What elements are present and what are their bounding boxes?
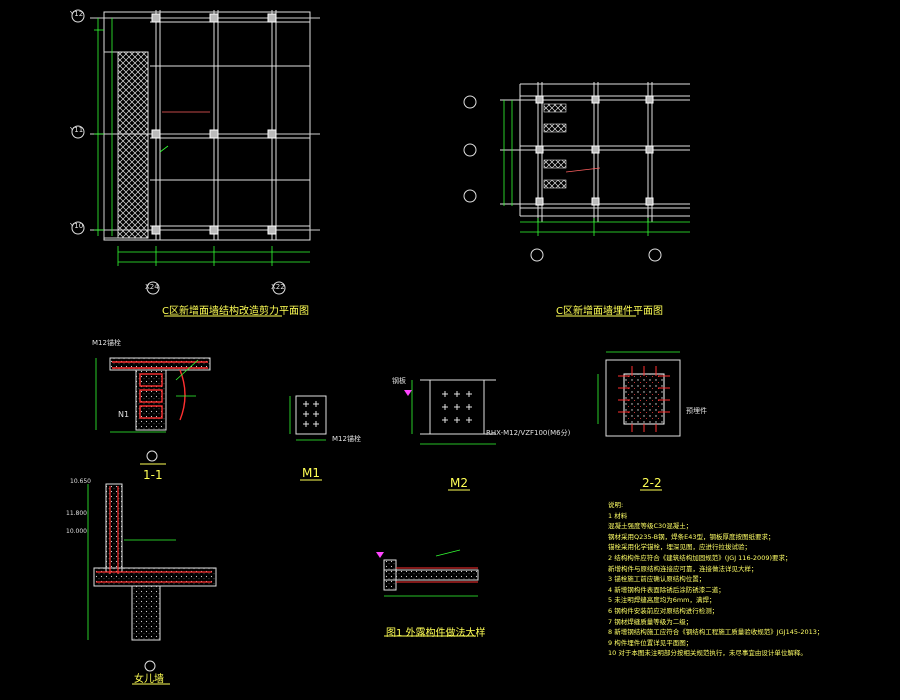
detail-m2-title: M2 xyxy=(450,476,468,490)
notes-line: 混凝土强度等级C30混凝土； xyxy=(608,522,693,531)
right-plan-embeds xyxy=(543,103,567,189)
callout-elev-mid: 11.800 xyxy=(66,510,87,517)
right-plan-axis-bubbles xyxy=(463,95,662,262)
plan-left-title: C区新增面墙结构改造剪力平面图 xyxy=(162,306,309,317)
callout-m12-anchor: M12锚栓 xyxy=(92,339,121,347)
detail-1-1-title: 1-1 xyxy=(143,468,163,482)
notes-line: 3 锚栓施工前应确认原结构位置； xyxy=(608,575,706,584)
detail-parapet-title: 女儿墙 xyxy=(134,674,164,685)
detail-2-2-title: 2-2 xyxy=(642,476,662,490)
left-plan-dimensions xyxy=(94,18,310,266)
left-plan-axis-bubbles xyxy=(71,9,286,295)
axis-x24-left: X24 xyxy=(145,283,159,291)
detail-2-2 xyxy=(597,351,681,491)
plan-right-title: C区新增面墙埋件平面图 xyxy=(556,306,663,317)
callout-elev-low: 10.000 xyxy=(66,528,87,535)
axis-y12-left: Y12 xyxy=(70,10,84,18)
notes-line: 8 新增钢结构施工应符合《钢结构工程施工质量验收规范》JGJ145-2013； xyxy=(608,628,824,637)
notes-line: 1 材料 xyxy=(608,511,628,520)
right-plan-dimensions xyxy=(503,100,690,236)
detail-parapet xyxy=(87,483,217,685)
notes-line: 7 钢材焊缝质量等级为二级； xyxy=(608,617,693,626)
left-plan-columns xyxy=(151,13,277,235)
callout-n1: N1 xyxy=(118,410,130,419)
notes-line: 4 新增钢构件表面除锈后涂防锈漆二道； xyxy=(608,585,725,594)
notes-line: 新增构件与原结构连接应可靠，连接做法详见大样； xyxy=(608,564,758,573)
design-notes: 说明: 1 材料 混凝土强度等级C30混凝土； 钢材采用Q235-B钢，焊条E4… xyxy=(608,500,898,659)
callout-elev-top: 10.650 xyxy=(70,478,91,485)
axis-x22-left: X22 xyxy=(271,283,285,291)
right-plan-columns xyxy=(535,95,654,206)
detail-m1 xyxy=(289,395,327,481)
notes-line: 9 构件埋件位置详见平面图； xyxy=(608,638,693,647)
callout-m12-anchor-2: M12锚栓 xyxy=(332,435,361,443)
detail-m2 xyxy=(404,379,496,491)
notes-line: 锚栓采用化学锚栓，埋深见图，应进行拉拔试验； xyxy=(608,543,751,552)
shear-wall-hatch xyxy=(117,51,149,239)
notes-line: 钢材采用Q235-B钢，焊条E43型，钢板厚度按图纸要求； xyxy=(608,532,775,541)
left-plan xyxy=(90,10,320,241)
notes-heading: 说明: xyxy=(608,501,624,509)
callout-plate: 钢板 xyxy=(392,377,406,385)
detail-m1-title: M1 xyxy=(302,466,320,480)
axis-y11-left: Y11 xyxy=(70,126,84,134)
detail-fig1-title: 图1 外露构件做法大样 xyxy=(386,628,486,639)
detail-fig1 xyxy=(376,549,479,637)
notes-line: 2 结构构件应符合《建筑结构加固规范》(JGJ 116-2009)要求； xyxy=(608,553,792,562)
callout-beam-note: 预埋件 xyxy=(686,407,707,415)
axis-y10-left: Y10 xyxy=(70,222,84,230)
notes-line: 10 对于本图未注明部分按相关规范执行，未尽事宜由设计单位解释。 xyxy=(608,649,807,658)
detail-1-1 xyxy=(95,357,211,465)
callout-bolt-spec: RHX-M12/VZF100(M6分) xyxy=(486,429,571,437)
notes-line: 5 未注明焊缝高度均为6mm，满焊； xyxy=(608,596,716,605)
notes-line: 6 钢构件安装前应对原结构进行检测； xyxy=(608,606,719,615)
